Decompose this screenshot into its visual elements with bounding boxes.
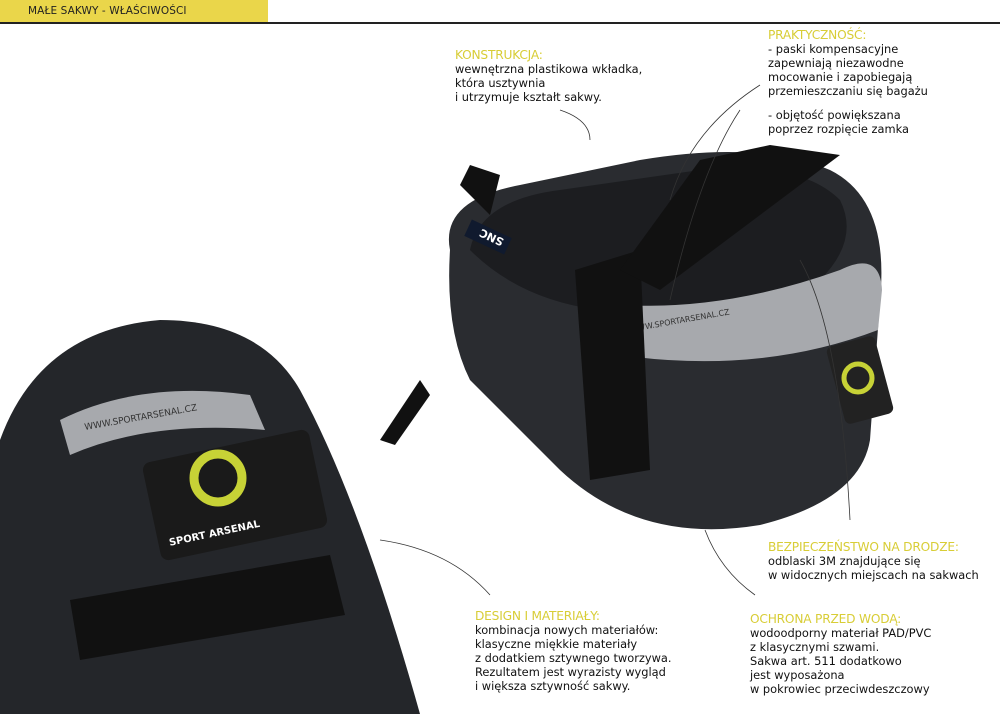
section-body: wodoodporny materiał PAD/PVC z klasyczny… (750, 626, 932, 696)
section-title: KONSTRUKCJA: (455, 48, 543, 62)
page-title: MAŁE SAKWY - WŁAŚCIWOŚCI (28, 5, 187, 17)
section-design: DESIGN I MATERIAŁY: kombinacja nowych ma… (475, 609, 672, 693)
section-body: wewnętrzna plastikowa wkładka, która usz… (455, 62, 643, 104)
section-body: kombinacja nowych materiałów: klasyczne … (475, 623, 672, 693)
section-title: OCHRONA PRZED WODĄ: (750, 612, 902, 626)
header-rule (0, 22, 1000, 24)
section-title: BEZPIECZEŃSTWO NA DRODZE: (768, 540, 959, 554)
section-title: PRAKTYCZNOŚĆ: (768, 28, 867, 42)
section-title: DESIGN I MATERIAŁY: (475, 609, 600, 623)
header-bar: MAŁE SAKWY - WŁAŚCIWOŚCI (0, 0, 268, 22)
section-body: odblaski 3M znajdujące się w widocznych … (768, 554, 979, 582)
saddle-bag-photo: WWW.SPORTARSENAL.CZ SNC (380, 145, 894, 530)
section-praktycznosc: PRAKTYCZNOŚĆ: - paski kompensacyjne zape… (768, 28, 928, 136)
section-bezpieczenstwo: BEZPIECZEŃSTWO NA DRODZE: odblaski 3M zn… (768, 540, 979, 582)
section-konstrukcja: KONSTRUKCJA: wewnętrzna plastikowa wkład… (455, 48, 642, 104)
section-body: - objętość powiększana poprzez rozpięcie… (768, 108, 909, 136)
saddle-bag-closeup-photo: WWW.SPORTARSENAL.CZ SPORT ARSENAL (0, 320, 420, 714)
section-ochrona: OCHRONA PRZED WODĄ: wodoodporny materiał… (750, 612, 931, 696)
callout-lines (379, 84, 851, 596)
section-body: - paski kompensacyjne zapewniają niezawo… (768, 42, 928, 98)
